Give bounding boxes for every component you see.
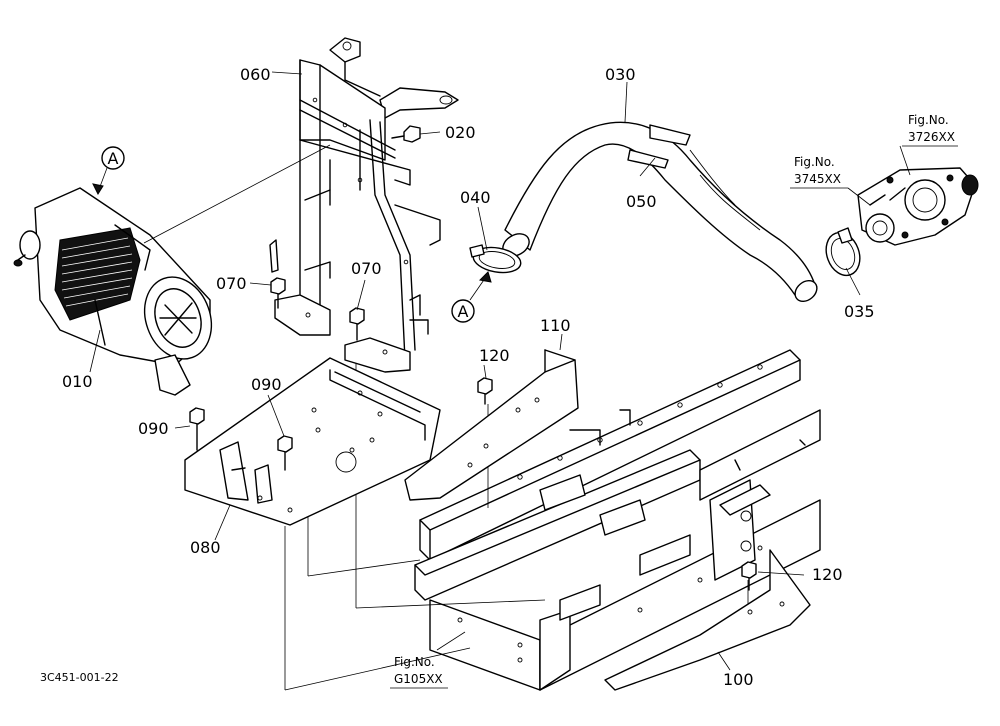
- label-110: 110: [540, 316, 571, 335]
- cover-plate-110: [404, 349, 579, 501]
- label-100: 100: [723, 670, 754, 689]
- bolt-120-top: [477, 377, 493, 405]
- label-040: 040: [460, 188, 491, 207]
- bolt-090-left: [189, 407, 205, 451]
- label-010: 010: [62, 372, 93, 391]
- bolt-070-right: [349, 307, 365, 341]
- label-leaders: [89, 71, 911, 671]
- marker-a-top-text: A: [108, 149, 119, 168]
- label-070-right: 070: [351, 259, 382, 278]
- fig-ref-3726xx-line1: Fig.No.: [908, 113, 949, 127]
- fig-ref-3745xx: Fig.No. 3745XX: [790, 155, 848, 189]
- label-120-bottom: 120: [812, 565, 843, 584]
- fig-ref-g105xx-line1: Fig.No.: [394, 655, 435, 669]
- marker-a-top: A: [101, 146, 125, 170]
- label-060: 060: [240, 65, 271, 84]
- air-cleaner-010: [13, 187, 213, 396]
- label-020: 020: [445, 123, 476, 142]
- vehicle-frame: [414, 349, 821, 691]
- fig-ref-3745xx-line2: 3745XX: [794, 172, 841, 186]
- fig-ref-3745xx-line1: Fig.No.: [794, 155, 835, 169]
- label-080: 080: [190, 538, 221, 557]
- battery-tray-080: [184, 357, 441, 526]
- marker-a-bottom: A: [451, 299, 475, 323]
- label-120-top: 120: [479, 346, 510, 365]
- hose-clamp-035: [825, 227, 861, 277]
- arrow-head-a-bottom: [478, 271, 492, 283]
- fig-ref-3726xx-line2: 3726XX: [908, 130, 955, 144]
- intake-hose-030: [502, 121, 818, 303]
- fig-ref-3726xx: Fig.No. 3726XX: [902, 113, 958, 147]
- label-035: 035: [844, 302, 875, 321]
- bolt-020: [391, 125, 421, 143]
- label-090-left: 090: [138, 419, 169, 438]
- air-cleaner-bracket-060: [269, 37, 459, 373]
- side-plate-100: [604, 549, 811, 691]
- bolt-070-left: [270, 277, 286, 309]
- label-050: 050: [626, 192, 657, 211]
- label-030: 030: [605, 65, 636, 84]
- fig-ref-g105xx: Fig.No. G105XX: [390, 655, 448, 689]
- bolt-120-bottom: [741, 561, 757, 591]
- drawing-code: 3C451-001-22: [40, 671, 119, 684]
- turbocharger: [857, 167, 979, 246]
- hose-clamp-040: [469, 244, 522, 274]
- fig-ref-g105xx-line2: G105XX: [394, 672, 443, 686]
- label-070-left: 070: [216, 274, 247, 293]
- label-090-right: 090: [251, 375, 282, 394]
- arrow-head-a-top: [92, 183, 104, 196]
- marker-a-bottom-text: A: [458, 302, 469, 321]
